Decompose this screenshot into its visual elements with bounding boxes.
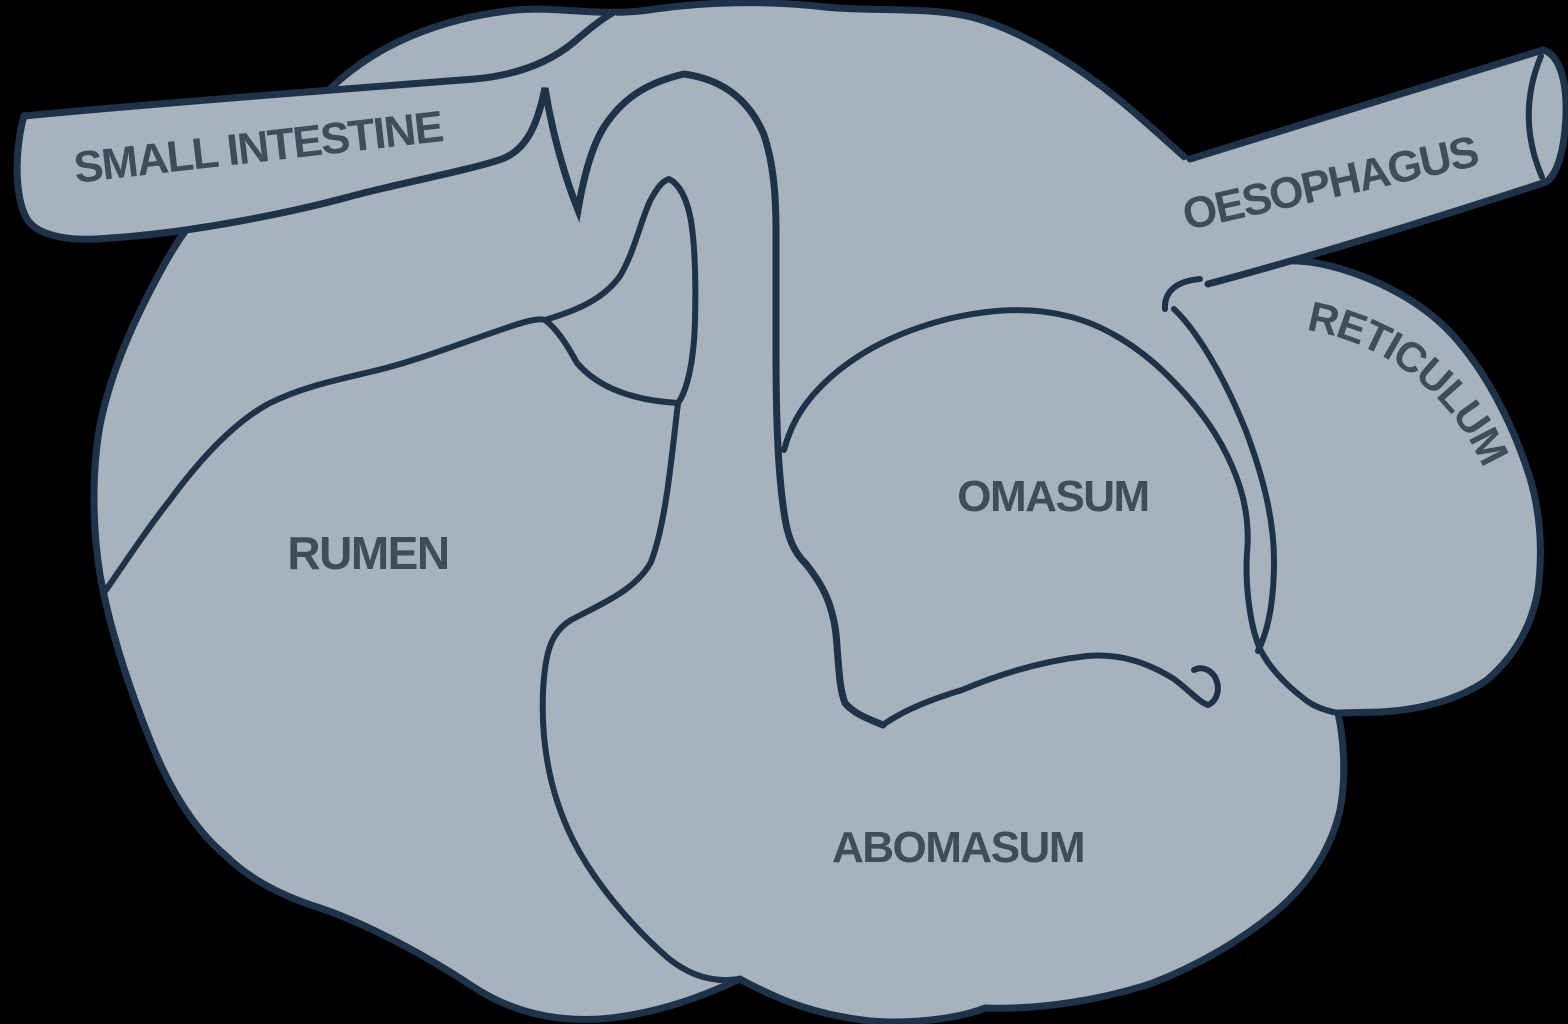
rumen-upper-boundary [103,316,681,593]
cardia-hook-curve [1161,276,1203,312]
oesophagus-end-cap [1539,46,1568,186]
small-intestine-top-edge [20,8,618,120]
oesophageal-groove-fold [542,176,699,406]
oesophagus-top-edge [1186,46,1547,163]
omasum-bottom-boundary [880,652,1221,728]
oesophagus-rim-arc [1525,53,1545,180]
oesophagus-bottom-edge [1204,178,1550,288]
small-intestine-bottom-edge-and-groove [13,70,887,729]
oesophagus-shape [1100,50,1566,283]
label-omasum: OMASUM [957,472,1148,521]
rumen-abomasum-divider [539,400,742,984]
omasum-outline [781,307,1341,716]
label-rumen: RUMEN [287,527,448,579]
small-intestine-shape [16,12,661,240]
label-abomasum: ABOMASUM [832,823,1084,872]
reticulum-left-boundary [1171,306,1277,654]
